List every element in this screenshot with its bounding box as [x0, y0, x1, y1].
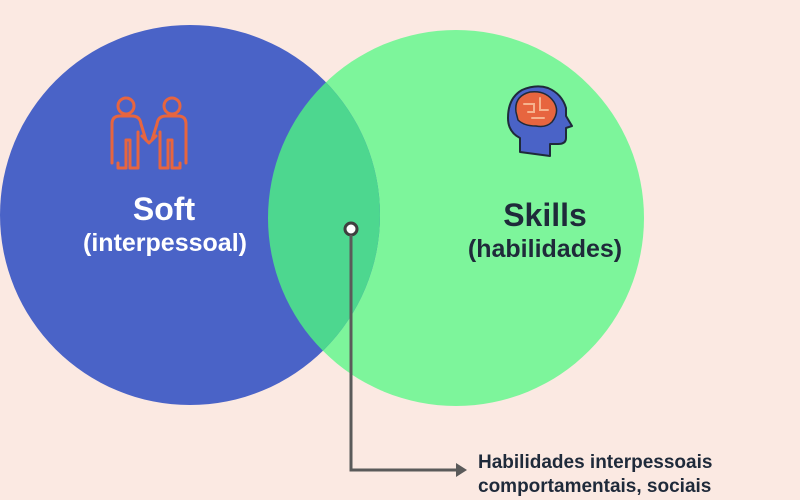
callout-line	[349, 235, 458, 472]
callout-line-1: Habilidades interpessoais	[478, 452, 713, 473]
head-brain-icon	[507, 85, 573, 157]
callout-text: Habilidades interpessoais comportamentai…	[478, 451, 798, 499]
skills-subtitle: (habilidades)	[467, 235, 623, 263]
soft-circle	[0, 25, 380, 405]
soft-title: Soft	[132, 191, 196, 227]
callout-dot	[343, 221, 359, 237]
soft-subtitle: (interpessoal)	[83, 229, 247, 257]
handshake-people-icon	[110, 96, 188, 170]
callout-arrowhead	[456, 463, 467, 477]
skills-title: Skills	[503, 197, 587, 233]
callout-line-2: comportamentais, sociais	[478, 476, 712, 497]
